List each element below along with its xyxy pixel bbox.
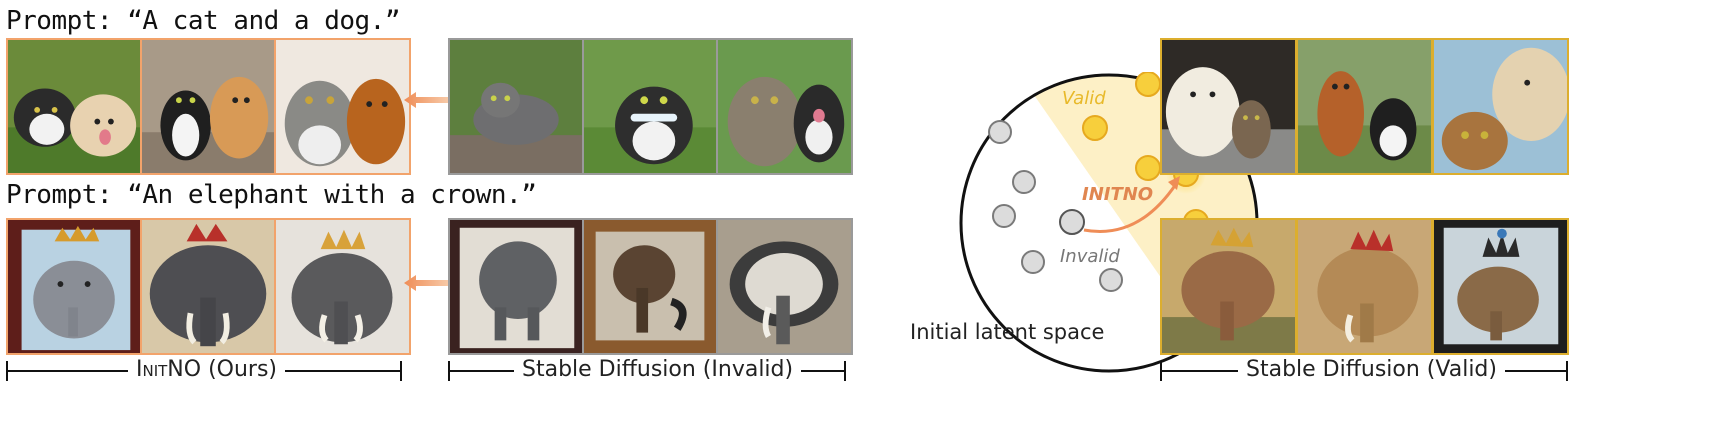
optimization-arrowhead-icon	[1168, 176, 1180, 190]
valid-sample-dot	[1082, 115, 1108, 141]
caption-initno-suffix: NO (Ours)	[167, 357, 277, 382]
arrow-left-icon	[404, 92, 448, 108]
invalid-sample-dot	[1021, 250, 1045, 274]
caption-initno-prefix: Init	[136, 357, 168, 382]
bracket-sd-invalid-right-end	[844, 361, 846, 381]
initno-elephant-image-2	[140, 218, 277, 355]
initno-cat-dog-image-2	[140, 38, 277, 175]
caption-sd-invalid: Stable Diffusion (Invalid)	[514, 357, 802, 382]
sd-valid-cat-dog-image-3	[1432, 38, 1569, 175]
bracket-initno-left-end	[6, 361, 8, 381]
optimization-path	[1083, 183, 1178, 233]
bracket-sd-valid-left-end	[1160, 361, 1162, 381]
sd-invalid-elephant-image-2	[582, 218, 719, 355]
sd-valid-cat-dog-image-1	[1160, 38, 1297, 175]
arrow-left-icon	[404, 275, 448, 291]
invalid-label: Invalid	[1060, 246, 1120, 267]
valid-label: Valid	[1062, 88, 1106, 109]
sd-valid-cat-dog-image-2	[1296, 38, 1433, 175]
invalid-sample-dot	[1099, 268, 1123, 292]
invalid-sample-dot	[992, 204, 1016, 228]
sd-invalid-cat-dog-image-3	[716, 38, 853, 175]
method-label: INITNO	[1082, 184, 1153, 205]
bracket-initno-right-end	[400, 361, 402, 381]
sd-invalid-cat-dog-image-2	[582, 38, 719, 175]
initno-elephant-image-3	[274, 218, 411, 355]
caption-sd-valid: Stable Diffusion (Valid)	[1238, 357, 1505, 382]
caption-initno: InitNO (Ours)	[128, 357, 285, 382]
sd-invalid-cat-dog-image-1	[448, 38, 585, 175]
invalid-sample-dot	[1012, 170, 1036, 194]
invalid-sample-dot	[988, 120, 1012, 144]
valid-sample-dot	[1135, 72, 1161, 97]
prompt-elephant-crown: Prompt: “An elephant with a crown.”	[6, 180, 537, 210]
sd-valid-elephant-image-2	[1296, 218, 1433, 355]
initno-cat-dog-image-3	[274, 38, 411, 175]
prompt-cat-dog: Prompt: “A cat and a dog.”	[6, 6, 401, 36]
sd-invalid-elephant-image-1	[448, 218, 585, 355]
latent-space-caption: Initial latent space	[910, 320, 1105, 344]
valid-sample-dot	[1135, 155, 1161, 181]
bracket-sd-invalid-left-end	[448, 361, 450, 381]
bracket-sd-valid-right-end	[1566, 361, 1568, 381]
initial-sample-dot	[1059, 209, 1085, 235]
sd-invalid-elephant-image-3	[716, 218, 853, 355]
sd-valid-elephant-image-3	[1432, 218, 1569, 355]
initno-elephant-image-1	[6, 218, 143, 355]
initno-cat-dog-image-1	[6, 38, 143, 175]
sd-valid-elephant-image-1	[1160, 218, 1297, 355]
